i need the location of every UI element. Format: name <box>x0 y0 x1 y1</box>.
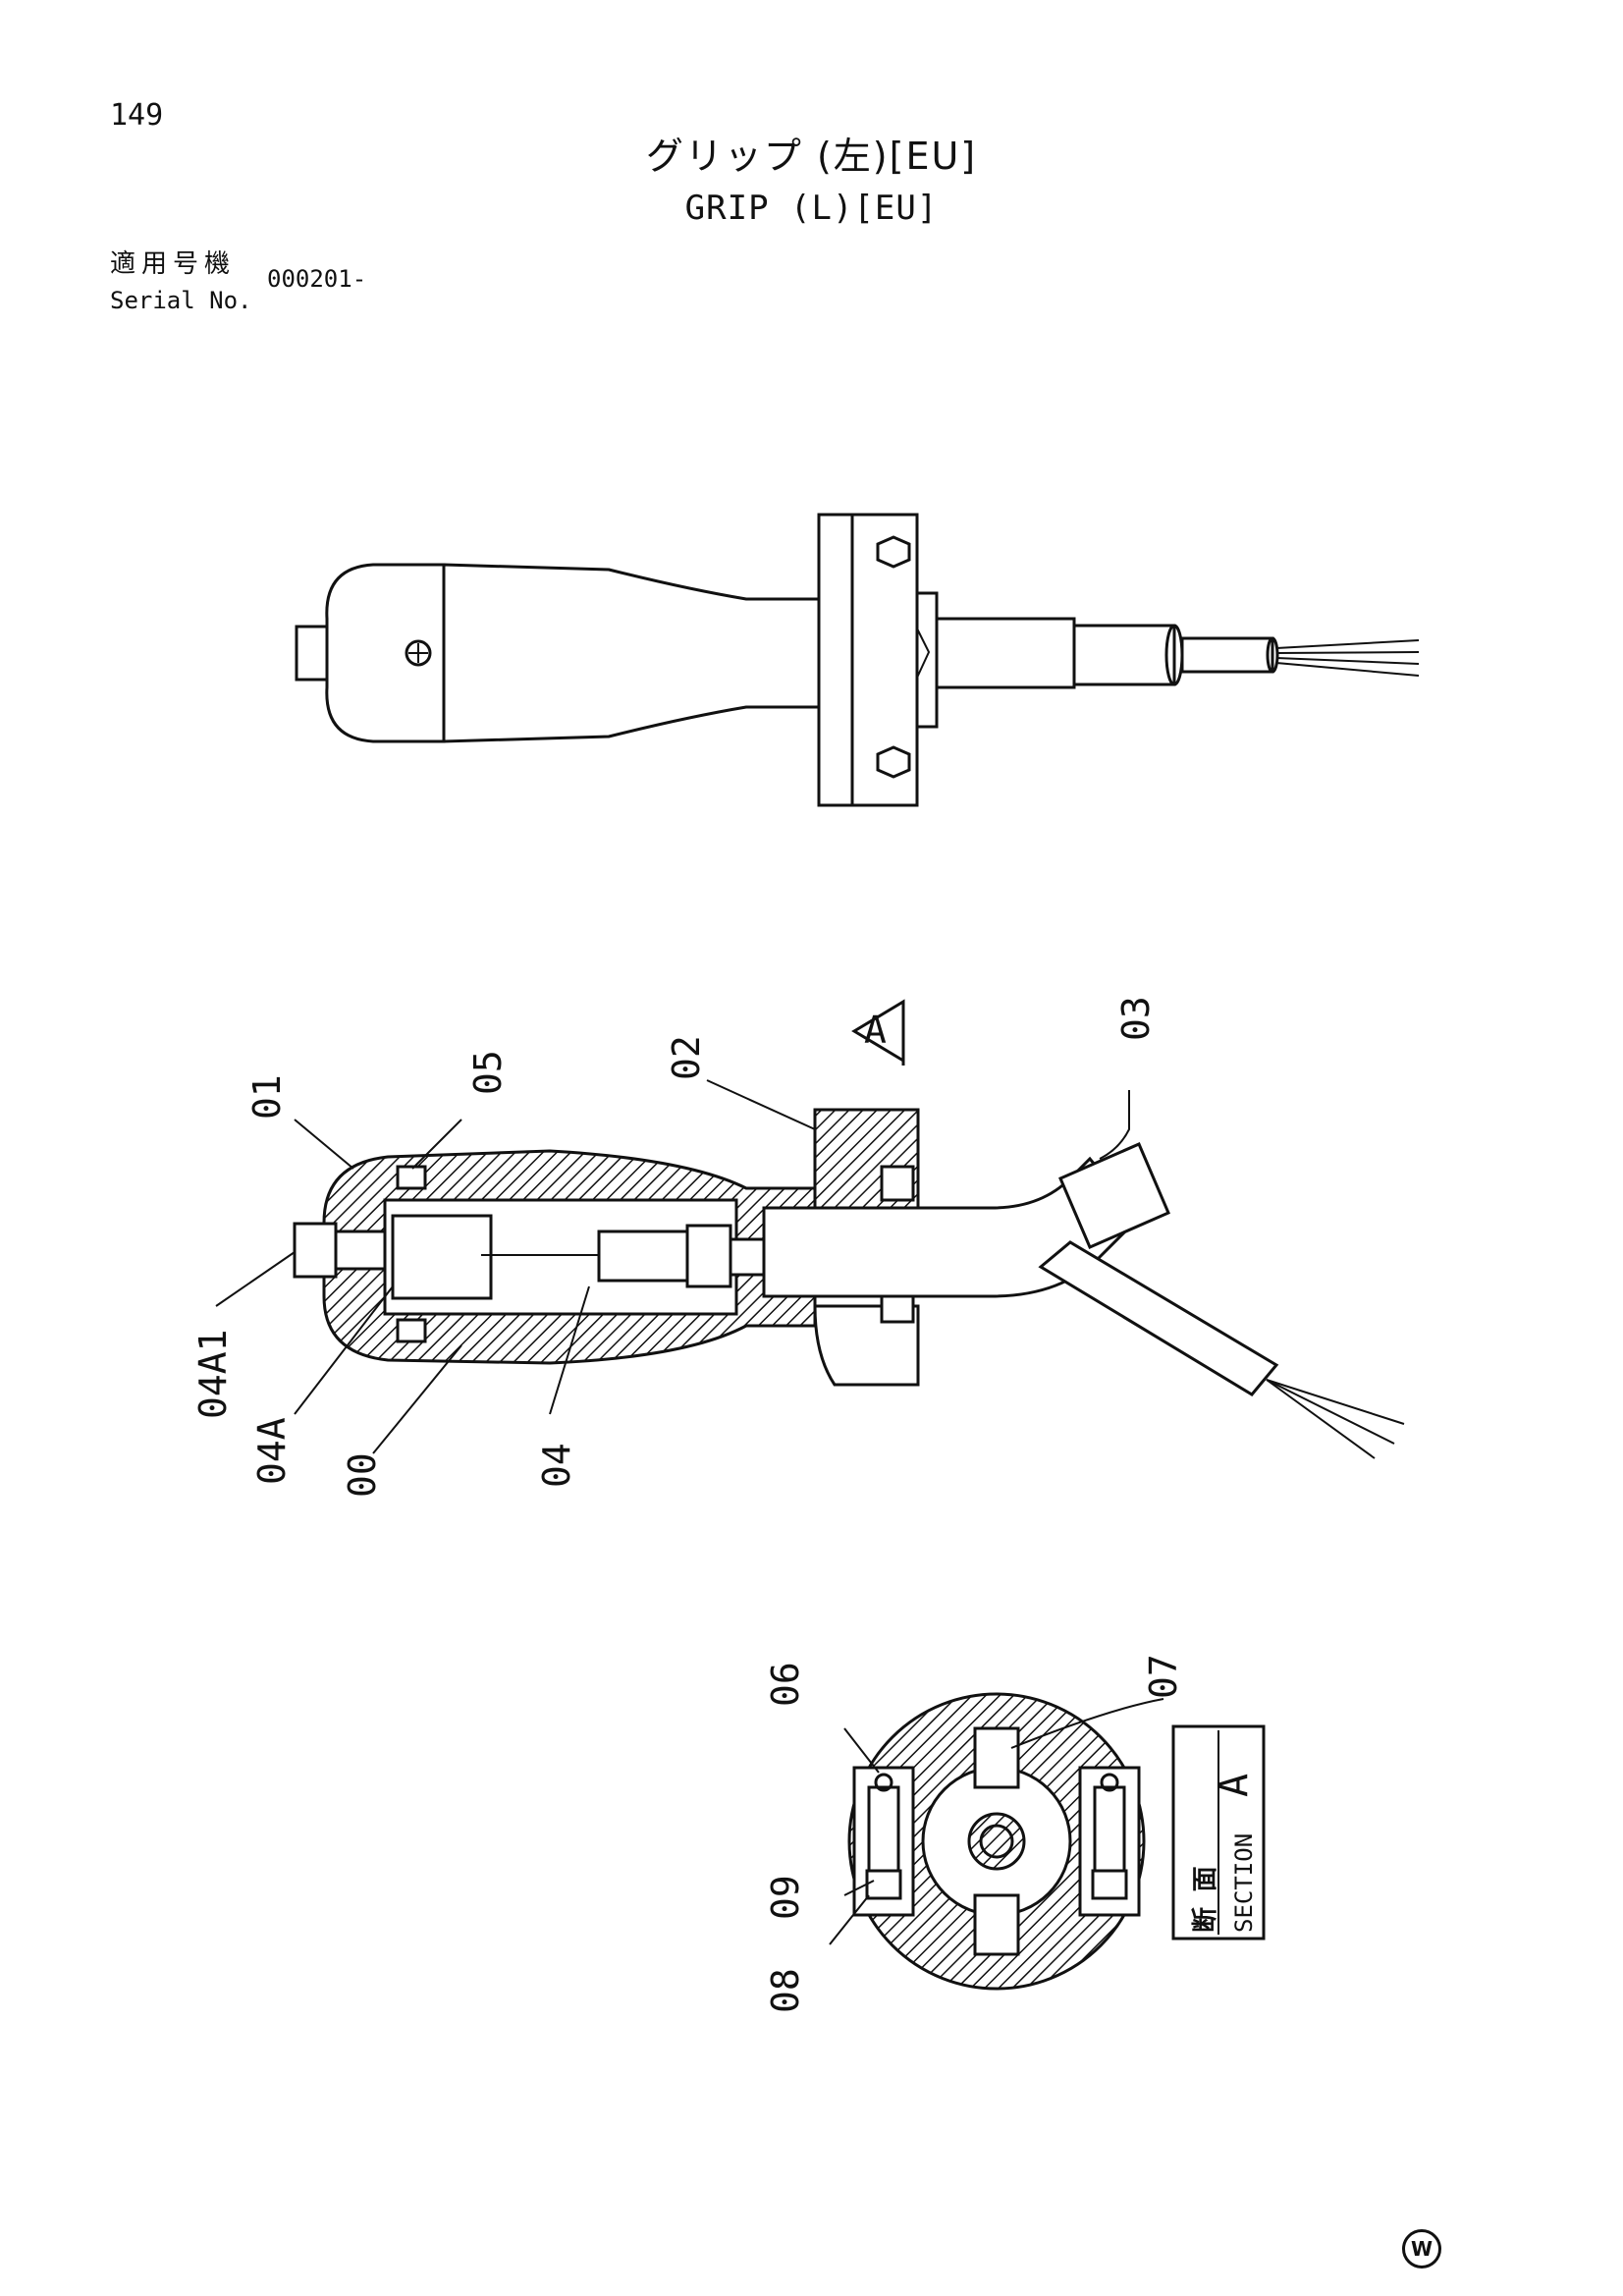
grip-exterior-view <box>295 513 1420 807</box>
view-marker-label: A <box>864 1009 887 1052</box>
part-label-05: 05 <box>466 1050 510 1095</box>
tube-sleeve <box>1072 624 1176 686</box>
clamp-lower <box>813 1304 920 1387</box>
part-label-09: 09 <box>764 1875 807 1920</box>
part-label-04A: 04A <box>250 1417 294 1485</box>
serial-label-japanese: 適用号機 <box>110 249 237 279</box>
corner-mark: W <box>1402 2229 1441 2269</box>
hex-bolt-bottom-icon <box>876 745 911 779</box>
clamp-bracket <box>817 513 919 807</box>
part-label-00: 00 <box>341 1452 384 1498</box>
tube <box>935 617 1076 689</box>
view-arrow-icon <box>851 999 905 1064</box>
cable-section <box>1038 1240 1279 1396</box>
part-label-06: 06 <box>764 1662 807 1707</box>
section-a-view: 06 07 09 08 A 断 面 SECTION <box>764 1654 1266 2013</box>
serial-number-value: 000201- <box>267 265 367 293</box>
connector <box>597 1230 689 1283</box>
part-label-04: 04 <box>535 1443 578 1488</box>
grip-body <box>442 563 821 743</box>
part-label-07: 07 <box>1142 1654 1185 1699</box>
page-number: 149 <box>110 98 164 133</box>
serial-label-english: Serial No. <box>110 287 252 314</box>
section-kanji: 断 面 <box>1190 1866 1220 1933</box>
end-button <box>295 625 330 682</box>
section-label-box <box>1171 1724 1266 1941</box>
center-pin <box>967 1812 1026 1871</box>
part-label-08: 08 <box>764 1968 807 2013</box>
grip-section-view: A 01 05 02 03 04A1 04A 00 04 <box>191 996 1405 1498</box>
part-label-02: 02 <box>665 1035 708 1080</box>
tube-sleeve-section <box>1058 1142 1170 1249</box>
section-caption: SECTION <box>1230 1833 1258 1933</box>
push-button <box>293 1222 338 1279</box>
title-japanese: グリップ (左)[EU] <box>645 135 978 178</box>
grip-end-cap <box>325 563 446 743</box>
part-label-03: 03 <box>1114 996 1158 1041</box>
part-label-04A1: 04A1 <box>191 1329 235 1419</box>
switch-holder <box>391 1214 493 1300</box>
cable <box>1180 636 1274 674</box>
title-english: GRIP (L)[EU] <box>684 189 939 228</box>
hex-bolt-top-icon <box>876 535 911 569</box>
part-label-01: 01 <box>245 1074 289 1120</box>
screw-head-icon <box>405 639 432 667</box>
section-letter: A <box>1212 1774 1257 1797</box>
